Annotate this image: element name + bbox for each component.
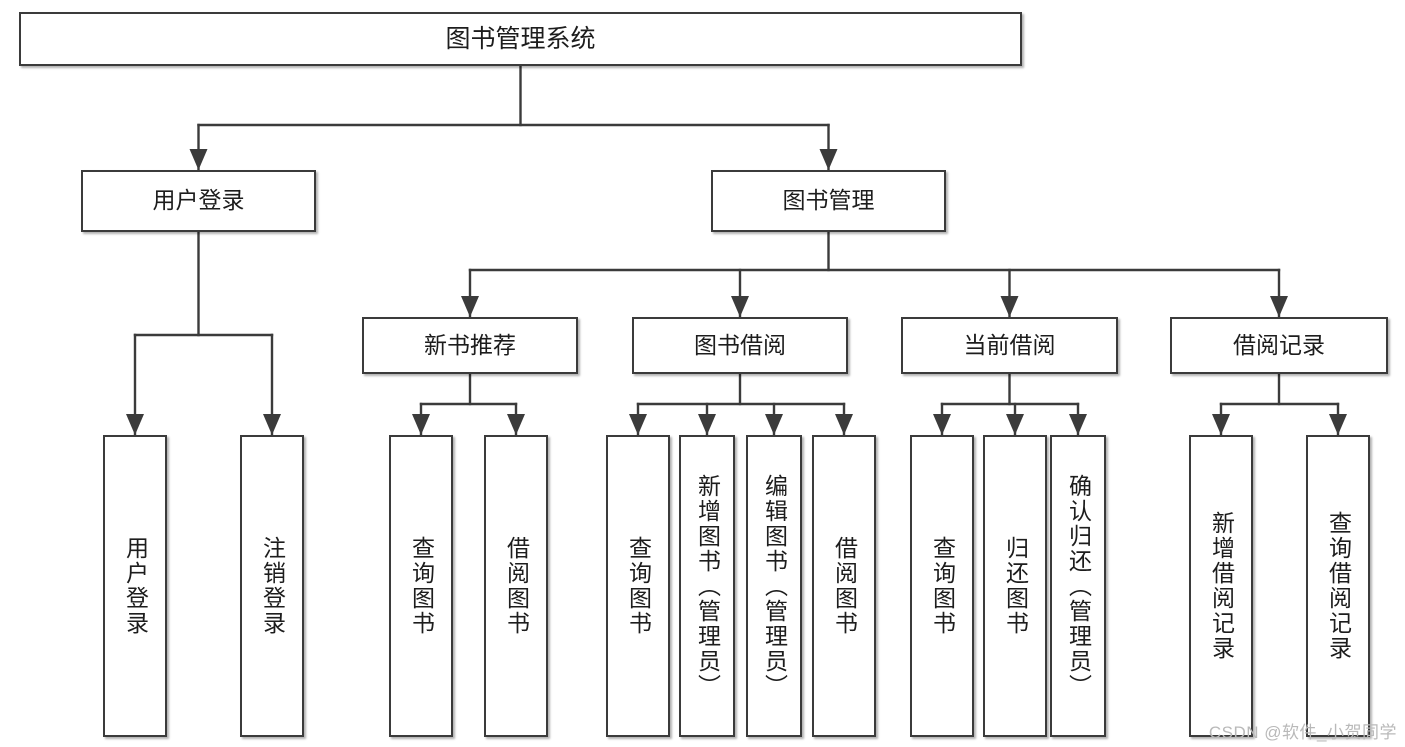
node-leaf-add-record[interactable]: 新增借阅记录: [1189, 435, 1253, 737]
arrow-icon-book-borrow-1: [698, 414, 716, 435]
node-leaf-edit-book[interactable]: 编辑图书（管理员）: [746, 435, 802, 737]
node-leaf-query-record[interactable]: 查询借阅记录: [1306, 435, 1370, 737]
node-new-book-rec[interactable]: 新书推荐: [362, 317, 578, 374]
node-label: 图书管理: [782, 187, 875, 214]
node-label: 注销登录: [259, 536, 286, 636]
node-label: 当前借阅: [963, 331, 1056, 358]
node-label: 借阅图书: [503, 536, 530, 636]
arrow-icon-book-manage-0: [461, 296, 479, 317]
node-user-login[interactable]: 用户登录: [81, 170, 316, 232]
node-label: 编辑图书（管理员）: [761, 473, 788, 699]
arrow-icon-user-login-0: [126, 414, 144, 435]
node-label: 新书推荐: [424, 331, 516, 358]
node-current-borrow[interactable]: 当前借阅: [901, 317, 1118, 374]
node-label: 图书管理系统: [445, 25, 596, 53]
node-label: 查询图书: [625, 536, 652, 636]
node-label: 用户登录: [122, 536, 149, 636]
node-leaf-query-book-1[interactable]: 查询图书: [389, 435, 453, 737]
node-leaf-confirm-return[interactable]: 确认归还（管理员）: [1050, 435, 1106, 737]
arrow-icon-borrow-record-0: [1212, 414, 1230, 435]
arrow-icon-book-borrow-3: [835, 414, 853, 435]
node-label: 新增图书（管理员）: [694, 473, 721, 699]
node-book-manage[interactable]: 图书管理: [711, 170, 946, 232]
node-root[interactable]: 图书管理系统: [19, 12, 1022, 66]
node-leaf-return-book[interactable]: 归还图书: [983, 435, 1047, 737]
node-leaf-query-book-2[interactable]: 查询图书: [606, 435, 670, 737]
node-leaf-borrow-book-2[interactable]: 借阅图书: [812, 435, 876, 737]
node-leaf-query-book-3[interactable]: 查询图书: [910, 435, 974, 737]
node-label: 查询图书: [929, 536, 956, 636]
node-leaf-add-book[interactable]: 新增图书（管理员）: [679, 435, 735, 737]
node-label: 图书借阅: [694, 331, 786, 358]
arrow-icon-book-borrow-2: [765, 414, 783, 435]
arrow-icon-current-borrow-1: [1006, 414, 1024, 435]
node-label: 新增借阅记录: [1208, 511, 1235, 661]
node-label: 确认归还（管理员）: [1065, 473, 1092, 699]
arrow-icon-root-1: [819, 149, 838, 170]
node-borrow-record[interactable]: 借阅记录: [1170, 317, 1388, 374]
arrow-icon-user-login-1: [263, 414, 281, 435]
node-leaf-user-logout[interactable]: 注销登录: [240, 435, 304, 737]
node-label: 查询图书: [408, 536, 435, 636]
node-label: 用户登录: [152, 187, 245, 214]
node-leaf-borrow-book-1[interactable]: 借阅图书: [484, 435, 548, 737]
arrow-icon-new-book-rec-1: [507, 414, 525, 435]
watermark: CSDN @软件_小贺同学: [1208, 723, 1397, 742]
arrow-icon-book-borrow-0: [629, 414, 647, 435]
node-label: 借阅记录: [1233, 331, 1325, 358]
arrow-icon-borrow-record-1: [1329, 414, 1347, 435]
node-label: 归还图书: [1002, 536, 1029, 636]
arrow-icon-book-manage-1: [731, 296, 749, 317]
node-book-borrow[interactable]: 图书借阅: [632, 317, 848, 374]
arrow-icon-book-manage-3: [1270, 296, 1288, 317]
node-label: 借阅图书: [831, 536, 858, 636]
arrow-icon-root-0: [189, 149, 208, 170]
arrow-icon-current-borrow-0: [933, 414, 951, 435]
node-leaf-user-login[interactable]: 用户登录: [103, 435, 167, 737]
arrow-icon-current-borrow-2: [1069, 414, 1087, 435]
arrow-icon-book-manage-2: [1000, 296, 1019, 317]
arrow-icon-new-book-rec-0: [412, 414, 430, 435]
node-label: 查询借阅记录: [1325, 511, 1352, 661]
